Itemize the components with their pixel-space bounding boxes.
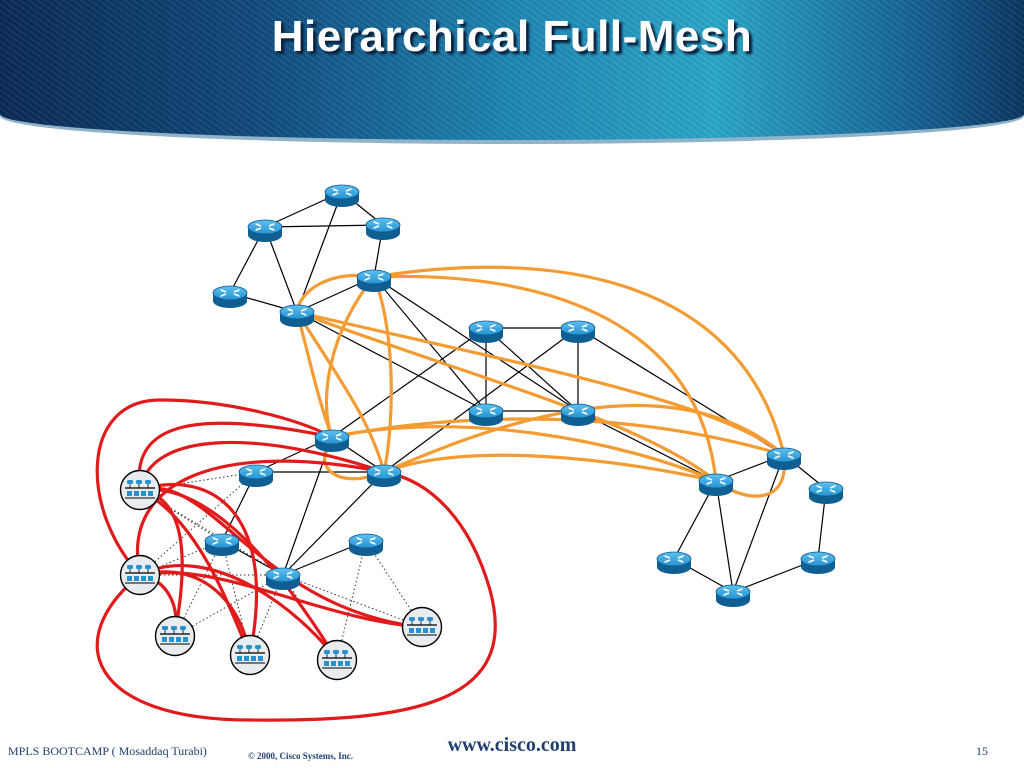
router-icon (279, 304, 315, 328)
lan-site-icon (154, 615, 196, 657)
router-icon (468, 403, 504, 427)
slide-title: Hierarchical Full-Mesh (271, 12, 753, 61)
routers (204, 184, 844, 608)
router-icon (698, 473, 734, 497)
router-icon (468, 320, 504, 344)
lan-site-icon (119, 469, 161, 511)
router-icon (656, 551, 692, 575)
lan-site-icon (119, 554, 161, 596)
router-icon (212, 285, 248, 309)
footer-course: MPLS BOOTCAMP ( Mosaddaq Turabi) (8, 744, 207, 758)
router-icon (365, 217, 401, 241)
router-icon (800, 551, 836, 575)
router-icon (238, 464, 274, 488)
router-icon (766, 447, 802, 471)
router-icon (348, 533, 384, 557)
footer-website[interactable]: www.cisco.com (447, 734, 577, 756)
lan-site-icon (316, 639, 358, 681)
router-icon (356, 269, 392, 293)
router-icon (204, 533, 240, 557)
router-icon (366, 464, 402, 488)
lan-site-icon (401, 606, 443, 648)
slide-header (0, 0, 1024, 140)
router-icon (324, 184, 360, 208)
access-links (95, 398, 497, 722)
router-icon (715, 584, 751, 608)
router-icon (265, 567, 301, 591)
router-icon (247, 219, 283, 243)
router-icon (560, 320, 596, 344)
page-number: 15 (976, 744, 988, 758)
footer-copyright: © 2000, Cisco Systems, Inc. (248, 751, 353, 761)
router-icon (808, 481, 844, 505)
router-icon (314, 429, 350, 453)
lan-site-icon (229, 634, 271, 676)
core-full-mesh-links (295, 265, 786, 498)
router-icon (560, 403, 596, 427)
